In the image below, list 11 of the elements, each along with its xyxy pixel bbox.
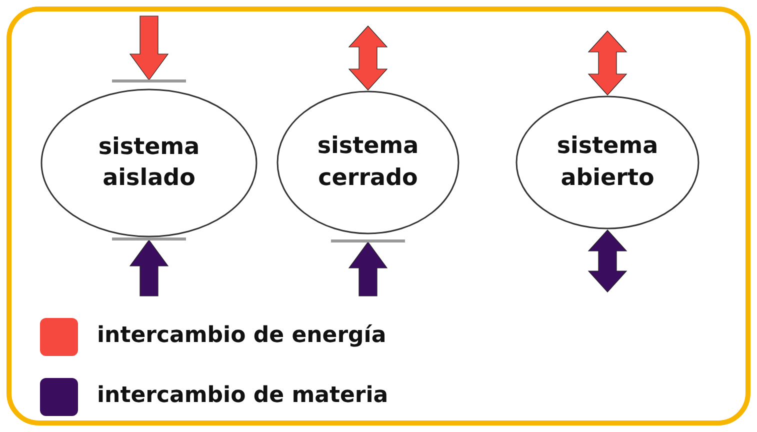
arrow bbox=[348, 26, 388, 90]
arrow bbox=[129, 240, 169, 296]
arrow bbox=[588, 30, 628, 96]
legend-label: intercambio de energía bbox=[97, 323, 386, 348]
system-label: sistema aislado bbox=[97, 132, 201, 193]
legend-label: intercambio de materia bbox=[97, 383, 388, 408]
arrow bbox=[129, 16, 169, 80]
arrow bbox=[588, 230, 628, 292]
system-label: sistema cerrado bbox=[316, 132, 420, 192]
arrow bbox=[348, 242, 388, 296]
system-label: sistema abierto bbox=[556, 132, 660, 192]
